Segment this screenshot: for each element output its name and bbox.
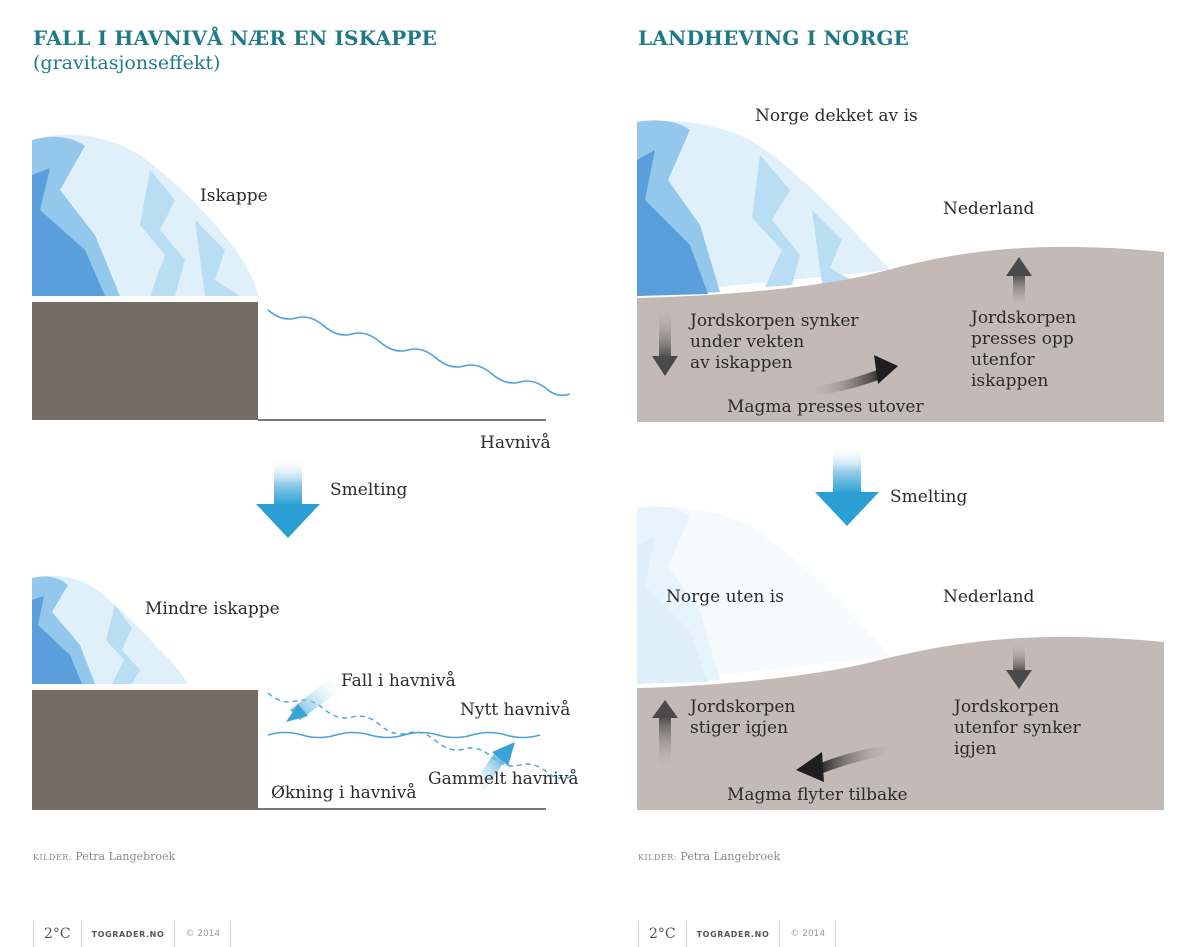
footer-copyright-right: © 2014 <box>780 921 837 947</box>
label-presses-line3: utenfor <box>971 350 1035 370</box>
magma-out-arrow <box>806 355 898 396</box>
faded-ice-norway <box>637 506 890 684</box>
bedrock-block-top <box>32 302 258 420</box>
footer-logo-left: 2°C <box>33 921 82 947</box>
label-utenfor-line3: igjen <box>954 739 997 759</box>
label-norge-uten: Norge uten is <box>666 587 784 607</box>
label-synker-line3: av iskappen <box>690 353 793 373</box>
footer-site-right[interactable]: TOGRADER.NO <box>687 921 781 947</box>
smelting-arrow-right <box>815 446 879 526</box>
right-source-name: Petra Langebroek <box>680 850 781 863</box>
footer-site-left[interactable]: TOGRADER.NO <box>82 921 176 947</box>
footer-logo-right: 2°C <box>638 921 687 947</box>
label-synker-line2: under vekten <box>690 332 805 352</box>
label-presses-line4: iskappen <box>971 371 1049 391</box>
crust-up-arrow-bottom <box>652 700 678 770</box>
label-norge-dekket: Norge dekket av is <box>755 106 918 126</box>
label-nederland-top: Nederland <box>943 199 1035 219</box>
smelting-arrow-left <box>256 458 320 538</box>
left-source: KILDER: Petra Langebroek <box>33 850 175 863</box>
sea-level-wave-top <box>267 309 571 397</box>
label-utenfor-block: Jordskorpen utenfor synker igjen <box>954 697 1081 760</box>
magma-back-arrow <box>796 744 896 782</box>
left-title: FALL I HAVNIVÅ NÆR EN ISKAPPE <box>33 26 438 50</box>
label-magma-tilbake: Magma flyter tilbake <box>727 785 908 805</box>
label-synker-line1: Jordskorpen synker <box>690 311 859 331</box>
old-sea-level-wave <box>267 692 571 780</box>
left-subtitle: (gravitasjonseffekt) <box>33 52 221 74</box>
crust-top <box>637 246 1164 422</box>
bedrock-block-bottom <box>32 690 258 810</box>
crust-down-arrow-top <box>652 306 678 376</box>
label-stiger-line2: stiger igjen <box>690 718 789 738</box>
label-synker-block: Jordskorpen synker under vekten av iskap… <box>690 311 859 374</box>
label-stiger-line1: Jordskorpen <box>690 697 796 717</box>
right-title: LANDHEVING I NORGE <box>638 26 910 50</box>
crust-up-arrow-top <box>1006 257 1032 310</box>
label-utenfor-line2: utenfor synker <box>954 718 1081 738</box>
label-presses-line1: Jordskorpen <box>971 308 1077 328</box>
label-okning-i-havniva: Økning i havnivå <box>271 783 417 803</box>
ice-sheet-small <box>32 575 188 684</box>
label-presses-block: Jordskorpen presses opp utenfor iskappen <box>971 308 1076 392</box>
right-source: KILDER: Petra Langebroek <box>638 850 780 863</box>
label-utenfor-line1: Jordskorpen <box>954 697 1060 717</box>
right-footer: 2°C TOGRADER.NO © 2014 <box>638 921 837 947</box>
label-stiger-block: Jordskorpen stiger igjen <box>690 697 795 739</box>
left-source-name: Petra Langebroek <box>75 850 176 863</box>
left-source-caption: KILDER: <box>33 853 72 862</box>
crust-bottom <box>637 636 1164 810</box>
ice-sheet-norway <box>637 120 890 296</box>
fall-arrow <box>286 678 340 722</box>
label-iskappe: Iskappe <box>200 186 268 206</box>
new-sea-level-wave <box>267 731 541 739</box>
left-footer: 2°C TOGRADER.NO © 2014 <box>33 921 232 947</box>
label-nytt-havniva: Nytt havnivå <box>460 700 571 720</box>
crust-down-arrow-bottom <box>1006 642 1032 689</box>
label-gammelt-havniva: Gammelt havnivå <box>428 769 579 789</box>
ice-sheet-large <box>32 134 258 296</box>
label-mindre-iskappe: Mindre iskappe <box>145 599 280 619</box>
label-smelting-right: Smelting <box>890 487 968 507</box>
label-havniva: Havnivå <box>480 433 551 453</box>
label-nederland-bottom: Nederland <box>943 587 1035 607</box>
label-magma-utover: Magma presses utover <box>727 397 924 417</box>
right-source-caption: KILDER: <box>638 853 677 862</box>
label-fall-i-havniva: Fall i havnivå <box>341 671 456 691</box>
label-presses-line2: presses opp <box>971 329 1074 349</box>
footer-copyright-left: © 2014 <box>175 921 232 947</box>
label-smelting-left: Smelting <box>330 480 408 500</box>
rise-arrow <box>472 742 515 795</box>
